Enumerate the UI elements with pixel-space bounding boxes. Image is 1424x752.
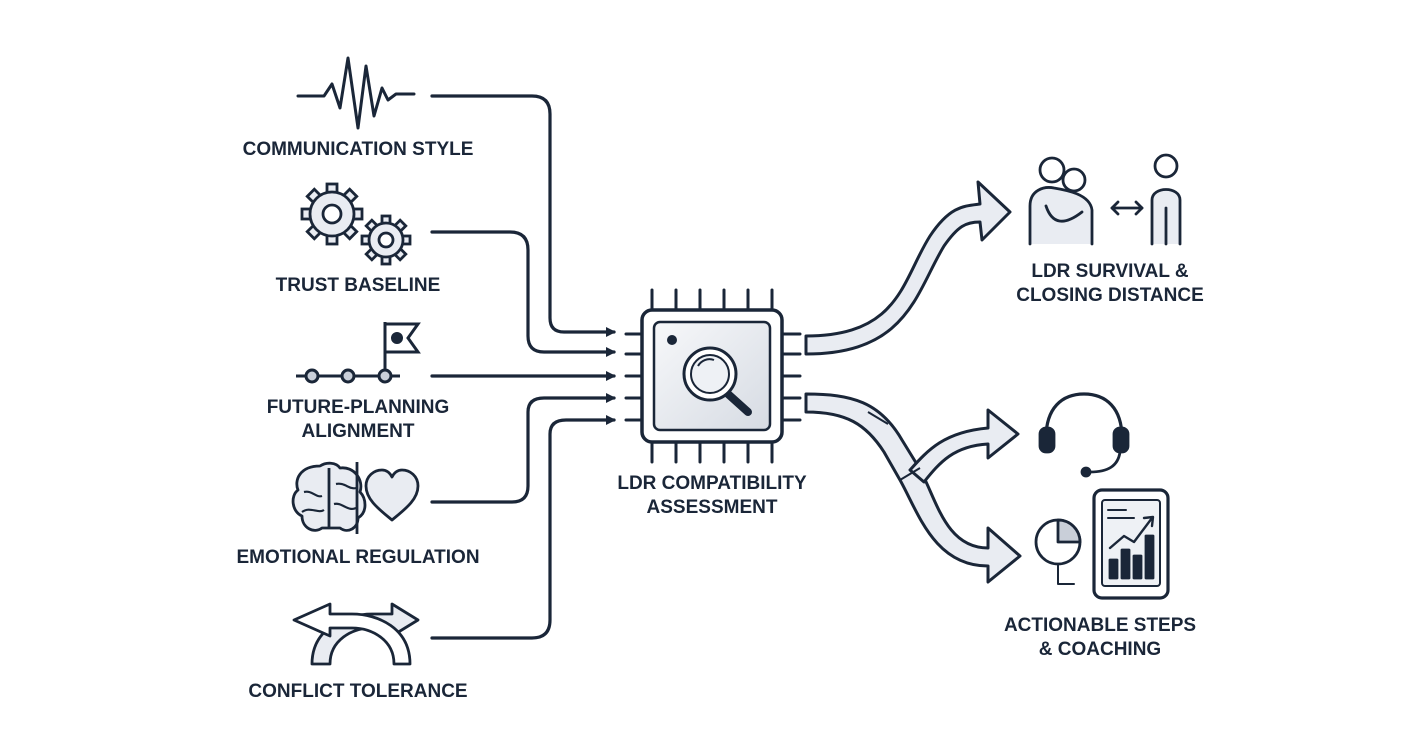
arrow-to-coaching-top <box>908 408 1020 484</box>
input-label-future-line2: ALIGNMENT <box>301 421 415 442</box>
arrow-branch-main <box>804 392 1022 584</box>
input-connectors <box>430 94 616 640</box>
input-label-future: FUTURE-PLANNING ALIGNMENT <box>228 396 488 444</box>
output-label-coaching-line1: ACTIONABLE STEPS <box>1003 615 1197 636</box>
connector-communication <box>430 94 616 337</box>
output-label-survival-line2: CLOSING DISTANCE <box>1016 285 1204 306</box>
output-label-coaching: ACTIONABLE STEPS & COACHING <box>990 614 1210 662</box>
input-label-emotional: EMOTIONAL REGULATION <box>236 547 480 568</box>
input-label-communication: COMMUNICATION STYLE <box>242 139 474 160</box>
input-label-future-line1: FUTURE-PLANNING <box>266 397 450 418</box>
brain-heart-icon <box>291 461 420 534</box>
output-label-survival: LDR SURVIVAL & CLOSING DISTANCE <box>1000 260 1220 308</box>
headset-tablet-chart-icon <box>1034 392 1170 600</box>
input-label-conflict: CONFLICT TOLERANCE <box>248 681 468 702</box>
center-label-line1: LDR COMPATIBILITY <box>617 473 807 494</box>
milestone-flag-icon <box>296 322 421 384</box>
connector-trust <box>430 230 616 357</box>
center-label: LDR COMPATIBILITY ASSESSMENT <box>592 472 832 520</box>
center-label-line2: ASSESSMENT <box>646 497 778 518</box>
chip-magnifier-icon <box>624 288 802 464</box>
output-arrows <box>804 180 1022 584</box>
output-label-survival-line1: LDR SURVIVAL & <box>1031 261 1189 282</box>
input-label-trust: TRUST BASELINE <box>275 275 441 296</box>
couple-distance-icon <box>1028 153 1182 246</box>
gears-icon <box>300 182 412 266</box>
connector-conflict <box>430 415 616 640</box>
crossing-arrows-icon <box>292 602 420 666</box>
connector-emotional <box>430 393 616 504</box>
waveform-icon <box>296 56 416 130</box>
arrow-to-survival <box>804 180 1012 356</box>
output-label-coaching-line2: & COACHING <box>1038 639 1162 660</box>
